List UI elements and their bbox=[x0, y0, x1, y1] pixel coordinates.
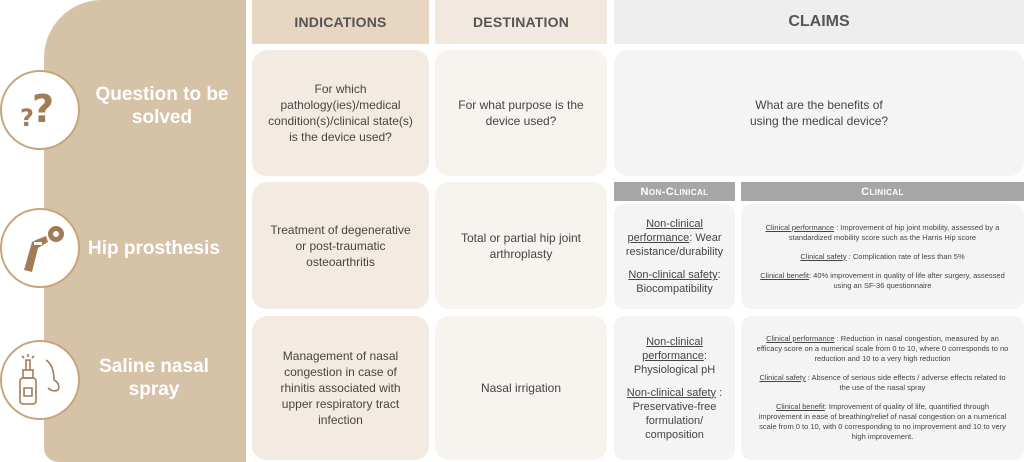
cl-safety-text: : Absence of serious side effects / adve… bbox=[805, 373, 1006, 392]
svg-text:?: ? bbox=[20, 104, 34, 132]
hip-destination-cell: Total or partial hip joint arthroplasty bbox=[435, 182, 607, 309]
indications-header: INDICATIONS bbox=[252, 0, 429, 44]
question-destination-cell: For what purpose is the device used? bbox=[435, 50, 607, 176]
cl-benefit-label: Clinical benefit bbox=[760, 270, 809, 280]
cl-benefit-text: : Improvement of quality of life, quanti… bbox=[758, 402, 1007, 441]
nc-performance-label: Non-clinical performance bbox=[642, 335, 704, 362]
nc-performance-text: : Wear resistance/durability bbox=[625, 232, 724, 258]
hip-clinical-cell: Clinical performance : Improvement of hi… bbox=[741, 204, 1024, 309]
cl-safety-label: Clinical safety bbox=[800, 251, 847, 261]
svg-text:?: ? bbox=[32, 87, 54, 131]
cl-safety-label: Clinical safety bbox=[759, 373, 806, 382]
cl-performance-label: Clinical performance bbox=[765, 222, 834, 232]
question-claims-cell: What are the benefits of using the medic… bbox=[614, 50, 1024, 176]
row-title-hip-prosthesis: Hip prosthesis bbox=[88, 237, 220, 259]
nc-performance-label: Non-clinical performance bbox=[627, 218, 703, 244]
spray-destination-cell: Nasal irrigation bbox=[435, 316, 607, 460]
cl-performance-text: : Improvement of hip joint mobility, ass… bbox=[788, 222, 1000, 242]
nc-safety-text: : Biocompatibility bbox=[636, 269, 721, 295]
spray-indications-cell: Management of nasal congestion in case o… bbox=[252, 316, 429, 460]
claims-header: CLAIMS bbox=[614, 0, 1024, 44]
spray-clinical-cell: Clinical performance : Reduction in nasa… bbox=[741, 316, 1024, 460]
cl-benefit-text: : 40% improvement in quality of life aft… bbox=[808, 270, 1005, 290]
question-indications-cell: For which pathology(ies)/medical conditi… bbox=[252, 50, 429, 176]
hip-indications-cell: Treatment of degenerative or post-trauma… bbox=[252, 182, 429, 309]
non-clinical-sub-header: Non-Clinical bbox=[614, 182, 735, 201]
nc-safety-label: Non-clinical safety bbox=[628, 269, 718, 281]
hip-non-clinical-cell: Non-clinical performance: Wear resistanc… bbox=[614, 204, 735, 309]
question-marks-icon: ? ? bbox=[0, 70, 80, 150]
cl-performance-text: : Reduction in nasal congestion, measure… bbox=[756, 334, 1009, 363]
destination-header: DESTINATION bbox=[435, 0, 607, 44]
cl-safety-text: : Complication rate of less than 5% bbox=[846, 251, 965, 261]
nc-performance-text: : Physiological pH bbox=[633, 349, 716, 376]
row-title-question: Question to be solved bbox=[95, 84, 229, 128]
nc-safety-text: : Preservative-free formulation/ composi… bbox=[632, 386, 723, 441]
hip-prosthesis-icon bbox=[0, 208, 80, 288]
cl-benefit-label: Clinical benefit bbox=[775, 402, 825, 411]
nasal-spray-icon bbox=[0, 340, 80, 420]
cl-performance-label: Clinical performance bbox=[766, 334, 835, 343]
spray-non-clinical-cell: Non-clinical performance: Physiological … bbox=[614, 316, 735, 460]
row-title-saline-nasal-spray: Saline nasal spray bbox=[99, 356, 209, 400]
nc-safety-label: Non-clinical safety bbox=[626, 386, 717, 399]
clinical-sub-header: Clinical bbox=[741, 182, 1024, 201]
